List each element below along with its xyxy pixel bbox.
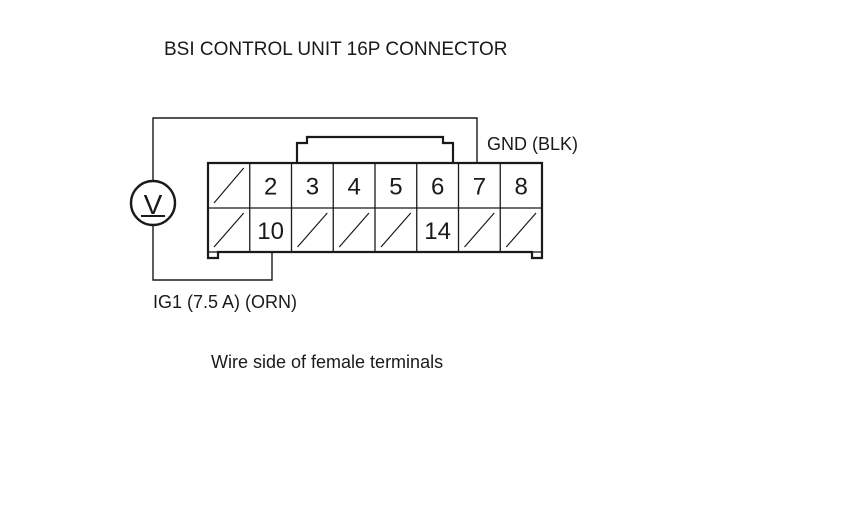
pin-8-label: 8 xyxy=(514,174,527,201)
unused-cavity-mark xyxy=(213,212,245,248)
pin-6-label: 6 xyxy=(431,174,444,201)
pin-7-label: 7 xyxy=(473,174,486,201)
connector-housing: 2 3 4 5 6 7 8 10 14 xyxy=(206,135,544,260)
pin-10-label: 10 xyxy=(257,218,284,245)
gnd-probe-wire xyxy=(152,117,478,180)
ig1-probe-wire xyxy=(152,225,273,281)
voltmeter-icon: V xyxy=(129,179,177,227)
test-wiring xyxy=(152,117,478,281)
voltmeter-symbol: V xyxy=(144,189,163,220)
pin-14-label: 14 xyxy=(424,218,451,245)
unused-cavity-mark xyxy=(380,212,412,248)
unused-cavity-mark xyxy=(213,167,245,204)
pin-5-label: 5 xyxy=(389,174,402,201)
pin-4-label: 4 xyxy=(347,174,360,201)
unused-cavity-mark xyxy=(297,212,328,248)
unused-cavity-mark xyxy=(464,212,495,248)
gnd-label: GND (BLK) xyxy=(487,134,578,154)
unused-cavity-mark xyxy=(505,212,537,248)
ig1-label: IG1 (7.5 A) (ORN) xyxy=(153,292,297,312)
unused-cavity-mark xyxy=(338,212,370,248)
pin-2-label: 2 xyxy=(264,174,277,201)
diagram-title: BSI CONTROL UNIT 16P CONNECTOR xyxy=(164,39,507,60)
caption: Wire side of female terminals xyxy=(211,352,443,372)
pin-3-label: 3 xyxy=(306,174,319,201)
